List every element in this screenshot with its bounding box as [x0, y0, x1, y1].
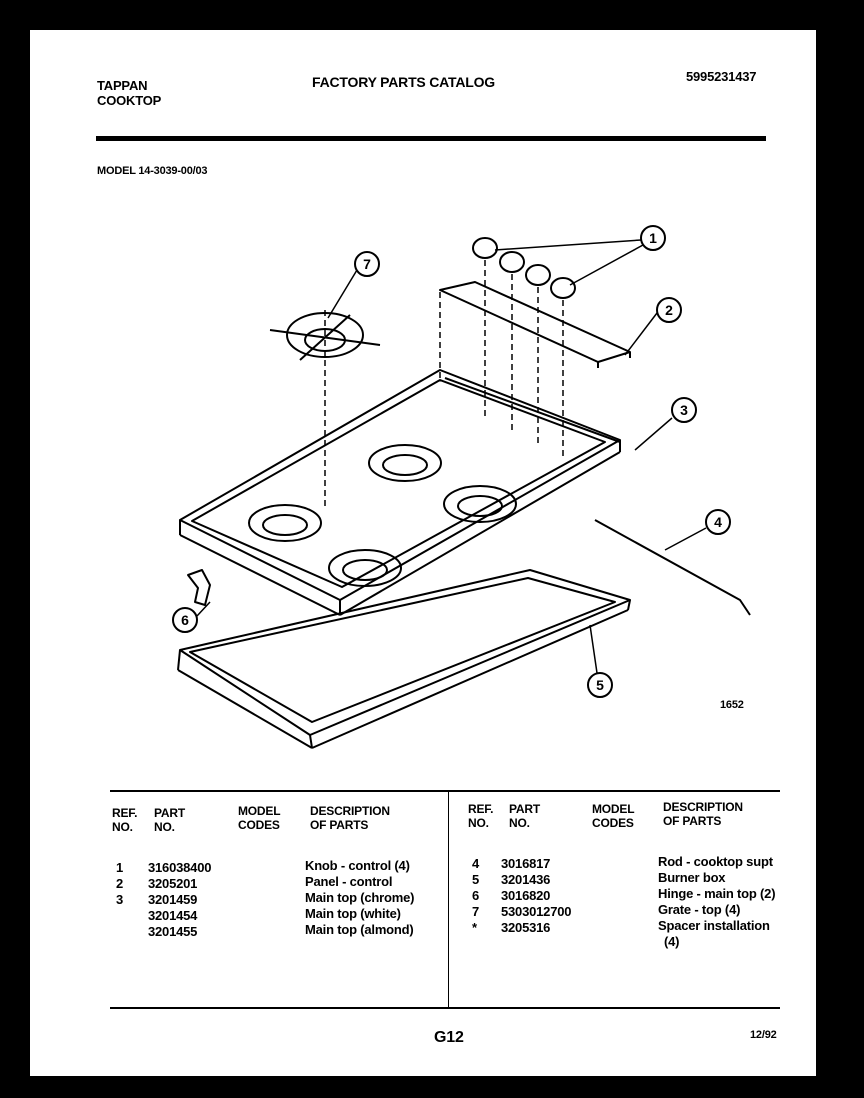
- table-cell: 3201459: [148, 892, 198, 907]
- table-cell: 5: [472, 872, 480, 887]
- table-cell: 3201436: [501, 872, 551, 887]
- table-cell: 3016820: [501, 888, 551, 903]
- table-cell: 7: [472, 904, 480, 919]
- table-cell: 4: [472, 856, 480, 871]
- table-cell: 316038400: [148, 860, 212, 875]
- callout-2: 2: [665, 302, 673, 318]
- callout-6: 6: [181, 612, 189, 628]
- callout-5: 5: [596, 677, 604, 693]
- table-cell: Burner box: [658, 870, 726, 885]
- page-number: G12: [434, 1029, 464, 1046]
- table-cell: Panel - control: [305, 874, 393, 889]
- table-cell: 5303012700: [501, 904, 572, 919]
- table-cell: Main top (almond): [305, 922, 414, 937]
- control-panel: [439, 281, 631, 368]
- callout-3: 3: [680, 402, 688, 418]
- table-bottom-rule: [110, 1007, 780, 1009]
- table-cell: [116, 924, 123, 940]
- left-desc-column: Knob - control (4) Panel - control Main …: [305, 858, 414, 938]
- table-cell: 3016817: [501, 856, 551, 871]
- table-cell: 2: [116, 876, 124, 891]
- table-cell: 3205316: [501, 920, 551, 935]
- product-name: COOKTOP: [97, 93, 162, 108]
- header-ref-no: REF.NO.: [112, 806, 138, 834]
- table-cell: Spacer installation: [658, 918, 770, 933]
- table-cell: Main top (chrome): [305, 890, 415, 905]
- table-cell: 3201455: [148, 924, 198, 939]
- table-cell: 3205201: [148, 876, 198, 891]
- revision-date: 12/92: [750, 1029, 777, 1041]
- table-cell: Main top (white): [305, 906, 401, 921]
- table-cell: Hinge - main top (2): [658, 886, 776, 901]
- table-divider: [448, 792, 449, 1007]
- table-cell: 6: [472, 888, 480, 903]
- model-number: MODEL 14-3039-00/03: [97, 165, 208, 177]
- header-rule: [96, 136, 766, 141]
- burner-box: [177, 569, 631, 749]
- callout-1: 1: [649, 230, 657, 246]
- control-knobs: [472, 237, 576, 299]
- right-ref-column: 4 5 6 7 *: [472, 856, 479, 936]
- callout-7: 7: [363, 256, 371, 272]
- table-cell: [116, 908, 123, 924]
- table-cell: Grate - top (4): [658, 902, 741, 917]
- catalog-page: TAPPAN COOKTOP FACTORY PARTS CATALOG 599…: [30, 30, 816, 1076]
- hinge: [187, 569, 211, 606]
- callouts: 1 2 3 4 5 6 7: [172, 225, 731, 698]
- catalog-number: 5995231437: [686, 69, 757, 84]
- left-ref-column: 1 2 3: [116, 860, 123, 940]
- burner-grate: [269, 312, 381, 361]
- figure-number: 1652: [720, 699, 744, 711]
- table-cell: *: [472, 920, 477, 935]
- table-cell: (4): [664, 934, 680, 949]
- header-ref-no-right: REF.NO.: [468, 802, 494, 830]
- table-cell: 3201454: [148, 908, 198, 923]
- table-top-rule: [110, 790, 780, 792]
- table-cell: Knob - control (4): [305, 858, 410, 873]
- catalog-title: FACTORY PARTS CATALOG: [312, 74, 495, 90]
- right-desc-column: Rod - cooktop supt Burner box Hinge - ma…: [658, 854, 776, 950]
- main-top: [179, 369, 621, 616]
- table-cell: 3: [116, 892, 124, 907]
- left-part-column: 316038400 3205201 3201459 3201454 320145…: [148, 860, 211, 940]
- callout-4: 4: [714, 514, 722, 530]
- cooktop-support-rod: [594, 519, 751, 616]
- table-cell: 1: [116, 860, 124, 875]
- exploded-parts-diagram: 1 2 3 4 5 6 7: [172, 225, 751, 749]
- table-cell: Rod - cooktop supt: [658, 854, 773, 869]
- brand-name: TAPPAN: [97, 78, 148, 93]
- right-part-column: 3016817 3201436 3016820 5303012700 32053…: [501, 856, 572, 936]
